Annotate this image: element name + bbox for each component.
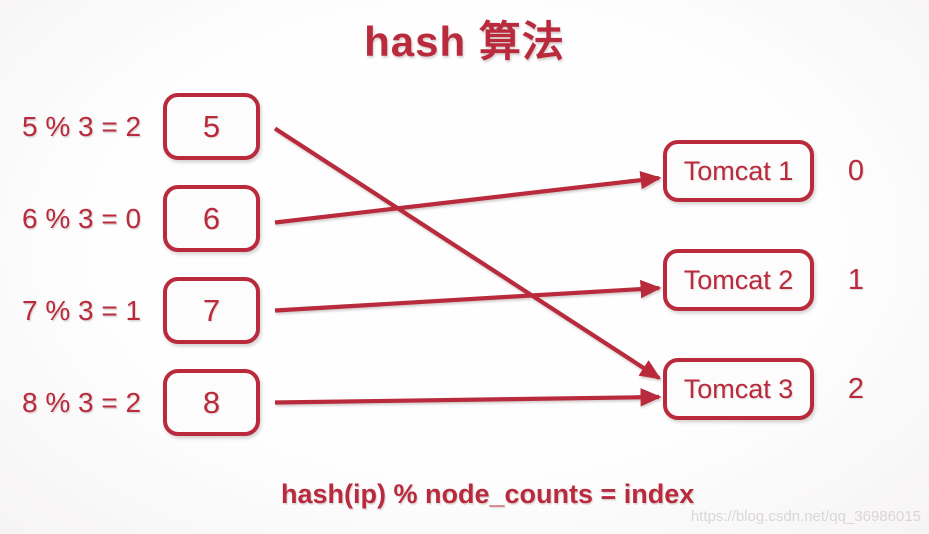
formula-caption: hash(ip) % node_counts = index bbox=[281, 479, 695, 509]
mod-label-5: 5 % 3 = 2 bbox=[22, 110, 142, 142]
mod-label-8: 8 % 3 = 2 bbox=[22, 386, 142, 418]
tomcat-1-box: Tomcat 1 bbox=[663, 140, 814, 202]
tomcat-2-index: 1 bbox=[847, 263, 865, 296]
source-box-7: 7 bbox=[163, 277, 260, 344]
arrow-node-5-to-tomcat-3 bbox=[273, 126, 662, 380]
tomcat-3-box: Tomcat 3 bbox=[663, 358, 814, 420]
watermark-url: https://blog.csdn.net/qq_36986015 bbox=[690, 508, 921, 525]
tomcat-1-index: 0 bbox=[847, 154, 865, 187]
source-box-6: 6 bbox=[163, 185, 260, 252]
tomcat-3-index: 2 bbox=[847, 372, 865, 405]
arrow-node-6-to-tomcat-1 bbox=[274, 170, 662, 225]
source-box-8: 8 bbox=[163, 369, 260, 436]
mod-label-6: 6 % 3 = 0 bbox=[22, 202, 142, 234]
tomcat-2-box: Tomcat 2 bbox=[663, 249, 814, 311]
mod-label-7: 7 % 3 = 1 bbox=[22, 294, 142, 326]
arrow-node-8-to-tomcat-3 bbox=[274, 388, 662, 407]
page-title: hash 算法 bbox=[364, 18, 565, 65]
source-box-5: 5 bbox=[163, 93, 260, 160]
arrow-node-7-to-tomcat-2 bbox=[274, 279, 662, 313]
